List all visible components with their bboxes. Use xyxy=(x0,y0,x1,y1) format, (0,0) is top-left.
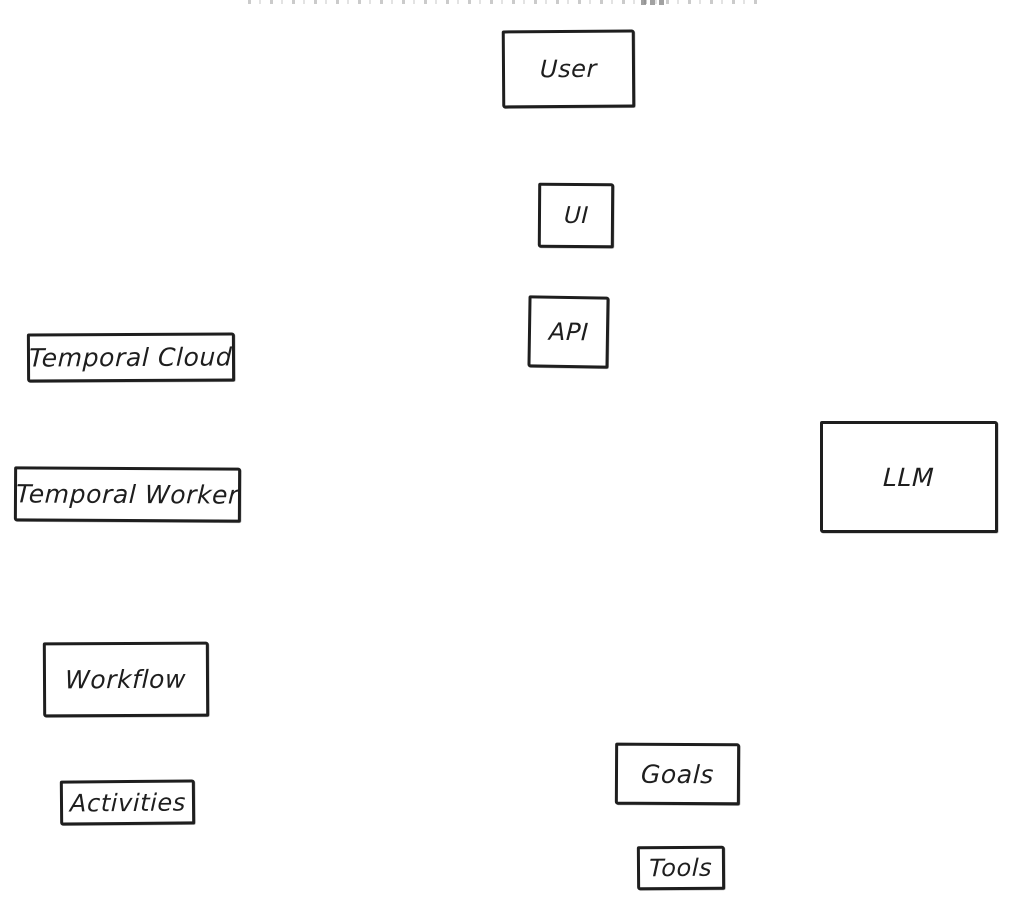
node-llm: LLM xyxy=(820,421,998,533)
node-temporal-cloud-label: Temporal Cloud xyxy=(28,342,234,373)
node-api-label: API xyxy=(547,317,590,347)
node-tools-label: Tools xyxy=(648,853,713,883)
node-ui: UI xyxy=(537,182,615,249)
node-goals: Goals xyxy=(614,742,741,806)
cropped-text-artifact xyxy=(248,0,762,5)
node-temporal-worker: Temporal Worker xyxy=(13,466,242,523)
node-temporal-worker-label: Temporal Worker xyxy=(15,479,240,510)
node-ui-label: UI xyxy=(563,202,589,229)
node-user-label: User xyxy=(539,54,598,84)
node-workflow: Workflow xyxy=(42,641,210,718)
node-temporal-cloud: Temporal Cloud xyxy=(26,332,236,383)
node-goals-label: Goals xyxy=(640,759,715,789)
node-user: User xyxy=(501,29,636,109)
node-activities-label: Activities xyxy=(69,787,186,818)
node-workflow-label: Workflow xyxy=(65,664,187,695)
node-llm-label: LLM xyxy=(882,462,936,492)
node-api: API xyxy=(527,295,610,369)
node-tools: Tools xyxy=(636,845,726,891)
node-activities: Activities xyxy=(59,779,196,826)
